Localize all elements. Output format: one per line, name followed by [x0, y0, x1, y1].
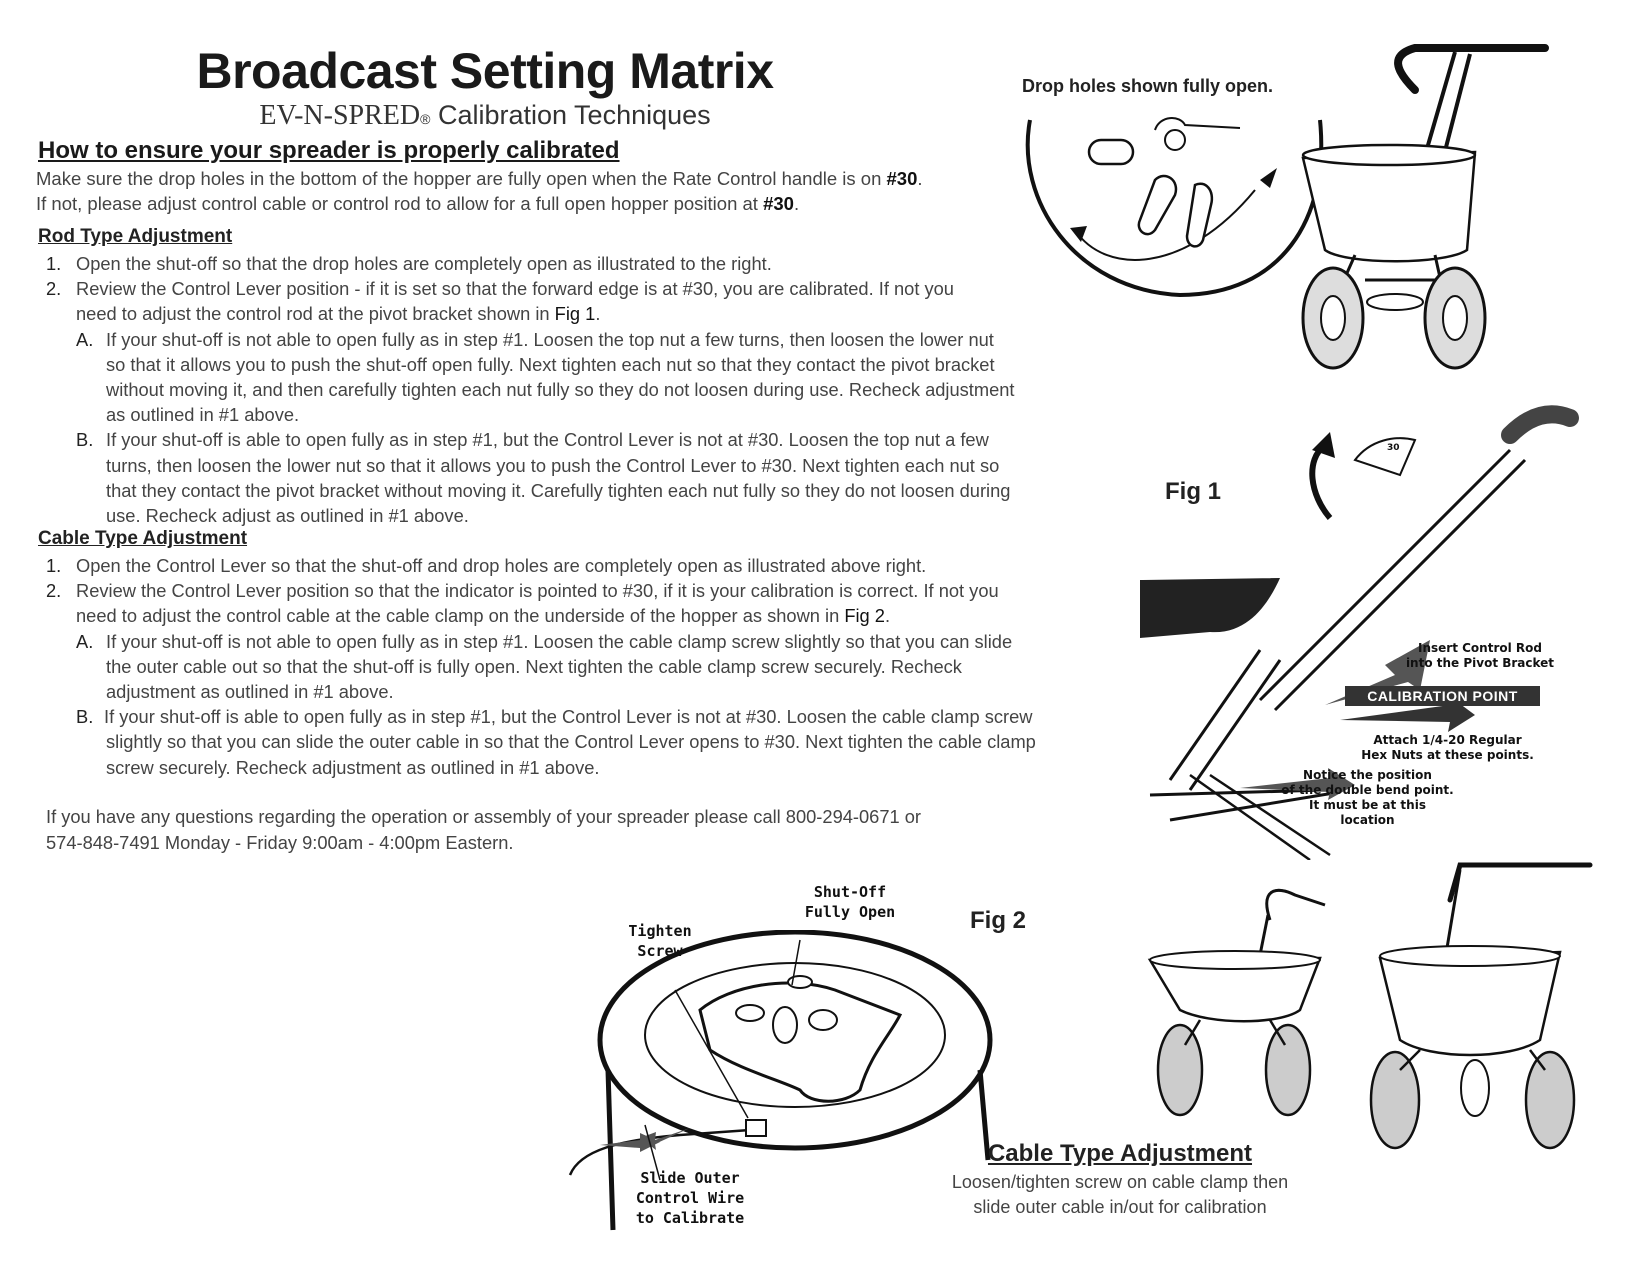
rod-step-a-line-3: without moving it, and then carefully ti…: [106, 379, 1015, 401]
rod-step-2-line-2-text: need to adjust the control rod at the pi…: [76, 303, 555, 325]
fig1-attach-label: Attach 1/4-20 Regular Hex Nuts at these …: [1360, 733, 1535, 763]
fig1-insert-line-1: Insert Control Rod: [1418, 641, 1542, 655]
subtitle-text: Calibration Techniques: [437, 100, 711, 130]
page-title: Broadcast Setting Matrix: [196, 43, 774, 99]
cable-caption-line-1: Loosen/tighten screw on cable clamp then: [951, 1172, 1289, 1192]
cable-step-2-line-2-end: .: [884, 605, 891, 627]
drop-holes-caption: Drop holes shown fully open.: [1022, 76, 1274, 96]
drop-holes-diagram: [1025, 117, 1324, 298]
cable-step-2: 2. Review the Control Lever position so …: [46, 578, 1156, 628]
calibration-point-label: CALIBRATION POINT: [1345, 686, 1540, 706]
spreader-illustration: [1301, 44, 1549, 370]
fig1-attach-line-2: Hex Nuts at these points.: [1361, 748, 1534, 762]
contact-info: If you have any questions regarding the …: [46, 804, 921, 855]
rod-step-b: B. If your shut-off is able to open full…: [46, 427, 1136, 528]
rod-step-2-num: 2.: [46, 278, 62, 300]
intro-line-2-bold: #30: [763, 193, 794, 214]
fig1-notice-line-3: It must be at this location: [1309, 798, 1426, 827]
fig2-tighten-line-1: Tighten: [628, 922, 692, 940]
intro-line-1-text: Make sure the drop holes in the bottom o…: [36, 168, 887, 189]
intro-line-2: If not, please adjust control cable or c…: [36, 191, 923, 216]
intro-line-1-bold: #30: [886, 168, 918, 189]
calibration-intro: Make sure the drop holes in the bottom o…: [36, 166, 923, 216]
rod-step-a-line-1: If your shut-off is not able to open ful…: [106, 328, 994, 350]
fig2-tighten-label: Tighten Screw: [615, 921, 705, 961]
rod-step-2-line-2-end: .: [595, 303, 601, 325]
spreaders-pair-illustration: [1147, 862, 1593, 1150]
intro-line-2-text: If not, please adjust control cable or c…: [36, 193, 764, 214]
cable-step-b-line-1: If your shut-off is able to open fully a…: [104, 706, 1033, 728]
rod-step-2-line-1: Review the Control Lever position - if i…: [76, 278, 954, 300]
rod-fig1-ref: Fig 1: [554, 303, 596, 325]
registered-mark: ®: [420, 111, 431, 127]
fig1-attach-line-1: Attach 1/4-20 Regular: [1373, 733, 1522, 747]
cable-step-2-num: 2.: [46, 580, 62, 602]
cable-step-a-line-3: adjustment as outlined in #1 above.: [106, 681, 394, 703]
fig2-diagram: [568, 930, 993, 1231]
cable-step-b: B. If your shut-off is able to open full…: [46, 704, 1156, 780]
cable-step-a-num: A.: [76, 630, 94, 652]
cable-step-a-line-1: If your shut-off is not able to open ful…: [106, 630, 1013, 652]
rod-step-b-line-2: turns, then loosen the lower nut so that…: [106, 454, 1000, 476]
rod-step-2-line-2: need to adjust the control rod at the pi…: [76, 301, 1136, 326]
rod-step-1: 1. Open the shut-off so that the drop ho…: [46, 251, 1136, 276]
cable-caption-description: Loosen/tighten screw on cable clamp then…: [930, 1170, 1310, 1220]
fig1-dial-number: 30: [1387, 443, 1400, 453]
fig1-insert-label: Insert Control Rod into the Pivot Bracke…: [1400, 641, 1560, 671]
fig2-slide-line-3: to Calibrate: [635, 1209, 745, 1227]
rod-step-b-line-4: use. Recheck adjust as outlined in #1 ab…: [106, 505, 469, 527]
page-subtitle: EV-N-SPRED® Calibration Techniques: [0, 100, 970, 132]
contact-line-1: If you have any questions regarding the …: [46, 806, 921, 827]
cable-step-b-line-3: screw securely. Recheck adjustment as ou…: [106, 756, 600, 778]
cable-step-1-num: 1.: [46, 555, 62, 576]
cable-step-a-line-2: the outer cable out so that the shut-off…: [106, 655, 962, 677]
cable-step-1: 1. Open the Control Lever so that the sh…: [46, 553, 1156, 578]
fig1-notice-line-2: of the double bend point.: [1281, 783, 1454, 797]
fig2-slide-label: Slide Outer Control Wire to Calibrate: [620, 1168, 760, 1228]
intro-line-2-end: .: [793, 193, 800, 214]
cable-heading: Cable Type Adjustment: [38, 528, 248, 549]
cable-caption-title: Cable Type Adjustment: [987, 1140, 1253, 1167]
cable-step-2-line-2: need to adjust the control cable at the …: [76, 603, 1156, 628]
rod-step-a-num: A.: [76, 328, 94, 350]
fig2-tighten-line-2: Screw: [637, 942, 683, 960]
rod-step-2: 2. Review the Control Lever position - i…: [46, 276, 1136, 326]
rod-steps: 1. Open the shut-off so that the drop ho…: [46, 251, 1136, 528]
contact-line-2: 574-848-7491 Monday - Friday 9:00am - 4:…: [46, 831, 514, 853]
fig1-diagram: 30: [1140, 405, 1579, 860]
rod-step-b-line-1: If your shut-off is able to open fully a…: [106, 429, 989, 451]
intro-line-1-end: .: [917, 168, 923, 189]
fig1-insert-line-2: into the Pivot Bracket: [1405, 656, 1555, 670]
fig2-slide-line-2: Control Wire: [635, 1189, 745, 1207]
cable-step-1-text: Open the Control Lever so that the shut-…: [76, 555, 927, 576]
fig1-label: Fig 1: [1165, 478, 1222, 505]
rod-step-b-num: B.: [76, 429, 94, 451]
brand-name: EV-N-SPRED: [259, 100, 421, 131]
fig2-shutoff-line-2: Fully Open: [804, 903, 896, 921]
rod-step-1-text: Open the shut-off so that the drop holes…: [76, 253, 772, 274]
rod-step-a: A. If your shut-off is not able to open …: [46, 327, 1136, 428]
cable-steps: 1. Open the Control Lever so that the sh…: [46, 553, 1156, 780]
cable-step-2-line-1: Review the Control Lever position so tha…: [76, 580, 999, 602]
cable-caption-line-2: slide outer cable in/out for calibration: [973, 1197, 1267, 1217]
fig2-label: Fig 2: [970, 907, 1027, 934]
rod-step-a-line-2: so that it allows you to push the shut-o…: [106, 353, 995, 375]
cable-step-2-line-2-text: need to adjust the control cable at the …: [76, 605, 845, 627]
intro-line-1: Make sure the drop holes in the bottom o…: [36, 166, 923, 191]
rod-step-b-line-3: that they contact the pivot bracket with…: [106, 479, 1011, 501]
cable-step-b-line-2: slightly so that you can slide the outer…: [106, 731, 1036, 753]
fig2-shutoff-label: Shut-Off Fully Open: [790, 882, 910, 922]
fig1-notice-label: Notice the position of the double bend p…: [1280, 768, 1455, 828]
cable-fig2-ref: Fig 2: [844, 605, 885, 627]
rod-step-1-num: 1.: [46, 253, 62, 274]
fig1-notice-line-1: Notice the position: [1303, 768, 1432, 782]
cable-step-a: A. If your shut-off is not able to open …: [46, 629, 1156, 705]
fig2-shutoff-line-1: Shut-Off: [813, 883, 887, 901]
fig2-slide-line-1: Slide Outer: [640, 1169, 740, 1187]
rod-step-a-line-4: as outlined in #1 above.: [106, 404, 300, 426]
cable-step-b-num: B.: [76, 706, 94, 728]
calibration-heading: How to ensure your spreader is properly …: [38, 137, 620, 164]
rod-heading: Rod Type Adjustment: [38, 226, 233, 247]
